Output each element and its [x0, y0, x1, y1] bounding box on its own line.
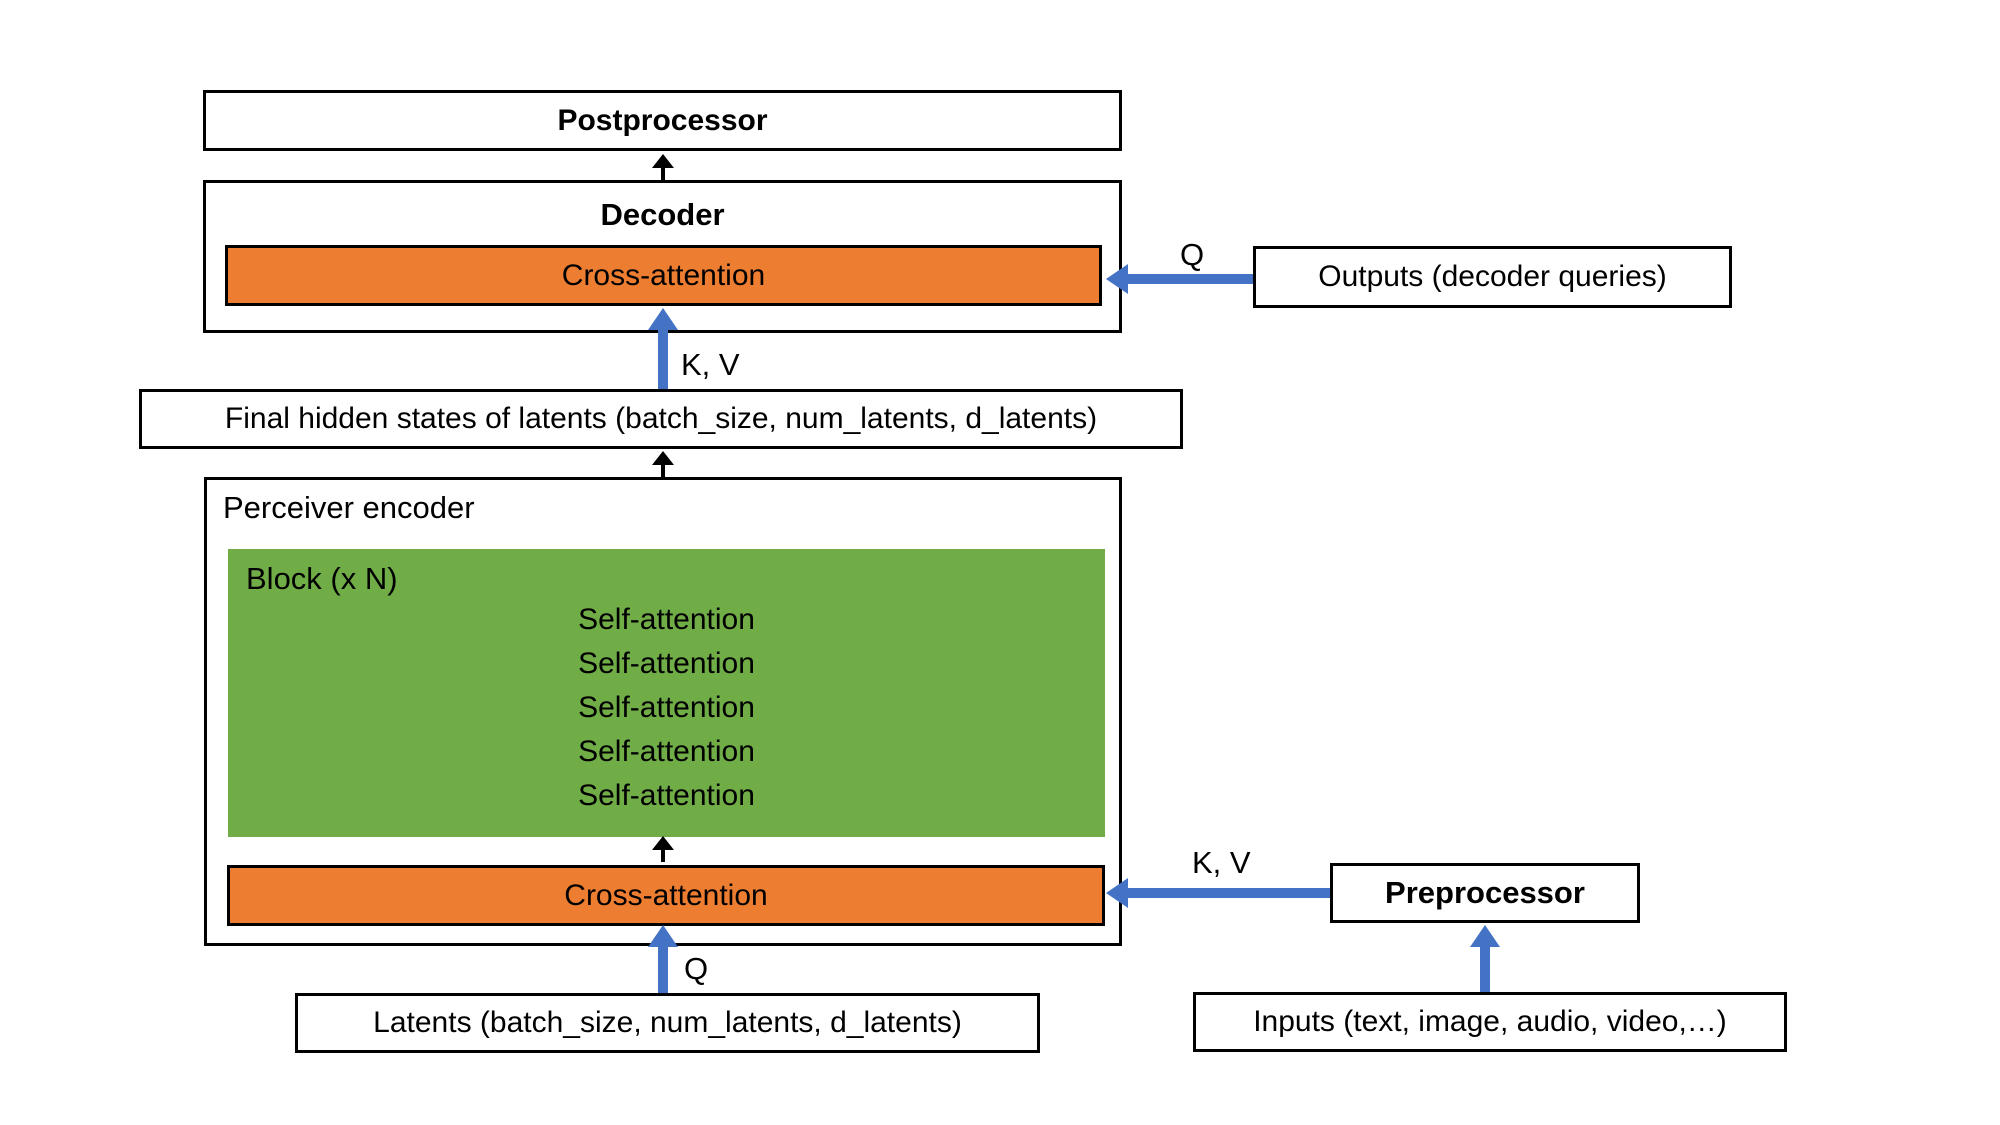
- arrow-shaft: [1126, 274, 1253, 284]
- self-attention-layer: Self-attention: [578, 735, 755, 768]
- edge-label-kv-encoder: K, V: [1192, 845, 1251, 880]
- arrow-cross-to-block: [650, 836, 676, 862]
- block-label: Block (x N): [246, 561, 398, 596]
- preprocessor-box: Preprocessor: [1330, 863, 1640, 923]
- arrow-head-icon: [652, 836, 674, 850]
- inputs-label: Inputs (text, image, audio, video,…): [1253, 1005, 1727, 1038]
- arrow-latent-states-to-decoder-cross: [648, 308, 678, 389]
- arrow-shaft: [661, 463, 665, 477]
- arrow-shaft: [658, 328, 668, 389]
- arrow-head-icon: [648, 308, 678, 330]
- perceiver-encoder-box: Perceiver encoder Block (x N) Self-atten…: [204, 477, 1122, 946]
- self-attention-layer: Self-attention: [578, 691, 755, 724]
- postprocessor-label: Postprocessor: [557, 103, 768, 137]
- arrow-head-icon: [1470, 925, 1500, 947]
- latents-box: Latents (batch_size, num_latents, d_late…: [295, 993, 1040, 1053]
- self-attention-layer: Self-attention: [578, 647, 755, 680]
- encoder-cross-attention-label: Cross-attention: [564, 878, 768, 912]
- postprocessor-box: Postprocessor: [203, 90, 1122, 151]
- outputs-box: Outputs (decoder queries): [1253, 246, 1732, 308]
- arrow-head-icon: [652, 154, 674, 168]
- arrow-head-icon: [1106, 878, 1128, 908]
- outputs-label: Outputs (decoder queries): [1318, 260, 1667, 293]
- self-attention-block: Block (x N) Self-attention Self-attentio…: [228, 549, 1105, 837]
- edge-label-q-decoder: Q: [1180, 237, 1205, 272]
- decoder-title: Decoder: [600, 197, 725, 232]
- arrow-outputs-to-decoder-cross: [1106, 264, 1253, 294]
- arrow-inputs-to-preprocessor: [1470, 925, 1500, 992]
- arrow-shaft: [1480, 945, 1490, 992]
- decoder-cross-attention-label: Cross-attention: [561, 258, 766, 292]
- edge-label-q-encoder: Q: [684, 951, 709, 986]
- self-attention-layer: Self-attention: [578, 603, 755, 636]
- preprocessor-label: Preprocessor: [1385, 875, 1585, 910]
- arrow-decoder-to-postprocessor: [650, 154, 676, 183]
- arrow-head-icon: [652, 451, 674, 465]
- encoder-cross-attention-bar: Cross-attention: [227, 865, 1105, 926]
- arrow-shaft: [661, 166, 665, 183]
- inputs-box: Inputs (text, image, audio, video,…): [1193, 992, 1787, 1052]
- final-hidden-states-label: Final hidden states of latents (batch_si…: [224, 402, 1098, 435]
- perceiver-encoder-title: Perceiver encoder: [223, 490, 475, 525]
- decoder-cross-attention-bar: Cross-attention: [225, 245, 1102, 306]
- latents-label: Latents (batch_size, num_latents, d_late…: [373, 1006, 962, 1039]
- arrow-head-icon: [648, 925, 678, 947]
- final-hidden-states-box: Final hidden states of latents (batch_si…: [139, 389, 1183, 449]
- arrow-head-icon: [1106, 264, 1128, 294]
- arrow-shaft: [658, 945, 668, 993]
- arrow-latents-to-encoder-cross: [648, 925, 678, 993]
- arrow-encoder-to-latent-states: [650, 451, 676, 477]
- edge-label-kv-decoder: K, V: [681, 347, 740, 382]
- self-attention-list: Self-attention Self-attention Self-atten…: [228, 598, 1105, 818]
- arrow-shaft: [1126, 888, 1330, 898]
- arrow-shaft: [661, 848, 665, 862]
- self-attention-layer: Self-attention: [578, 779, 755, 812]
- arrow-preprocessor-to-encoder-cross: [1106, 878, 1330, 908]
